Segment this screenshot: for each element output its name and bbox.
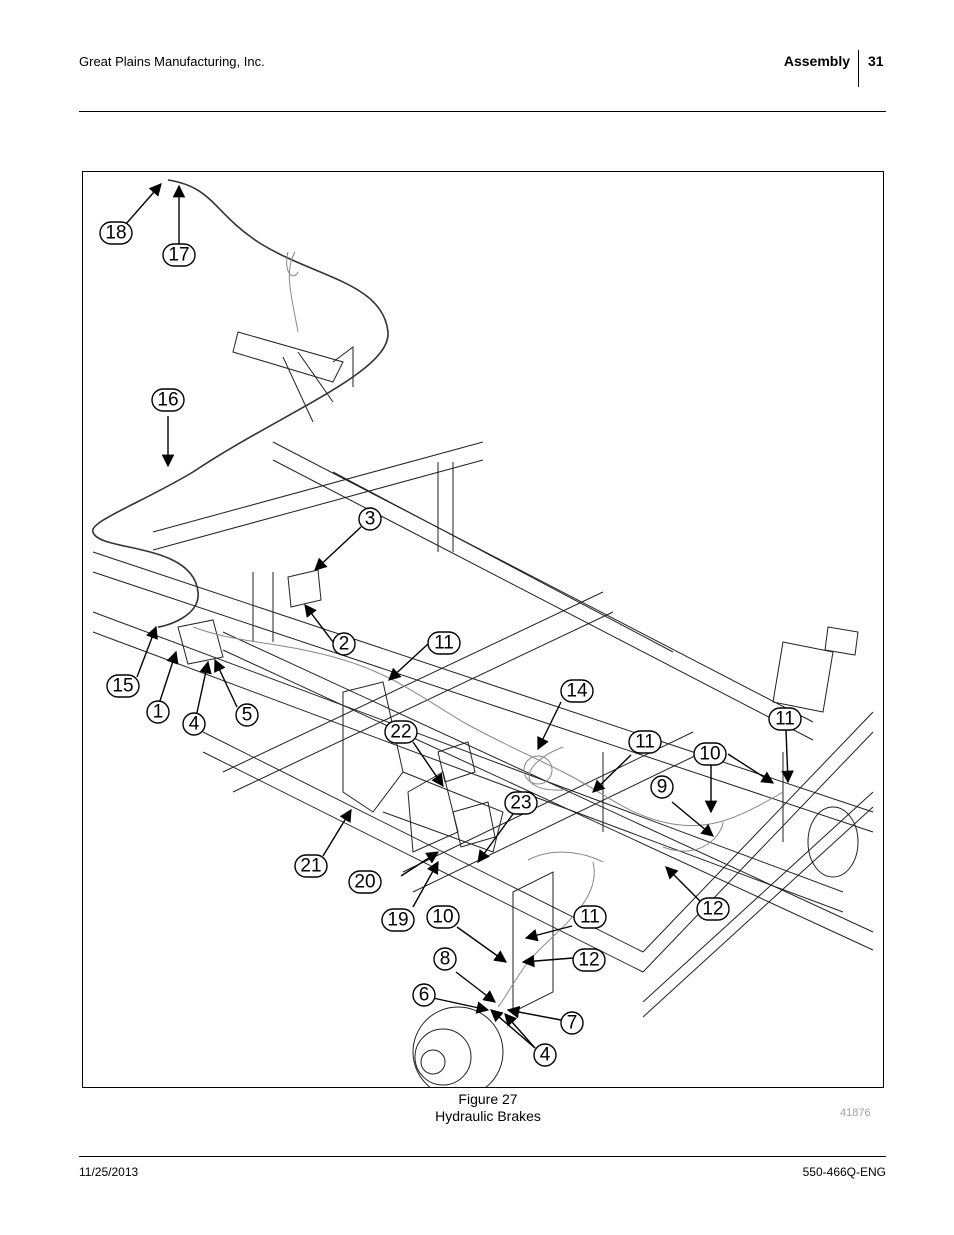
header-rule <box>79 111 886 112</box>
callout-11-lower: 11 <box>573 905 607 929</box>
svg-text:6: 6 <box>419 985 430 1006</box>
svg-text:5: 5 <box>242 705 253 726</box>
svg-text:12: 12 <box>578 950 599 971</box>
svg-text:18: 18 <box>105 223 126 244</box>
callout-14: 14 <box>560 679 594 703</box>
svg-text:11: 11 <box>775 709 795 730</box>
callout-15: 15 <box>106 674 140 698</box>
header-company: Great Plains Manufacturing, Inc. <box>79 54 265 69</box>
callout-11-upper: 11 <box>427 631 461 655</box>
header-divider <box>858 50 859 87</box>
implement-frame-lines <box>92 331 874 1087</box>
svg-text:2: 2 <box>339 634 350 655</box>
callout-4-upper: 4 <box>182 712 206 736</box>
callout-5: 5 <box>235 703 259 727</box>
callout-8: 8 <box>433 947 457 971</box>
callout-11-mid: 11 <box>628 730 662 754</box>
svg-text:11: 11 <box>580 907 600 928</box>
svg-text:11: 11 <box>434 633 454 654</box>
callout-11-right: 11 <box>768 707 802 731</box>
callout-22: 22 <box>384 720 418 744</box>
footer-doc-number: 550-466Q-ENG <box>802 1165 886 1179</box>
svg-text:7: 7 <box>567 1013 578 1034</box>
svg-text:17: 17 <box>168 245 189 266</box>
callout-20: 20 <box>348 870 382 894</box>
svg-text:8: 8 <box>440 949 451 970</box>
callout-6: 6 <box>412 983 436 1007</box>
svg-text:16: 16 <box>157 390 178 411</box>
svg-text:14: 14 <box>566 681 588 702</box>
footer-rule <box>79 1156 886 1157</box>
callout-18: 18 <box>99 221 133 245</box>
callout-12-lower: 12 <box>572 948 606 972</box>
header-section: Assembly <box>783 53 850 69</box>
callout-19: 19 <box>381 908 415 932</box>
callout-7: 7 <box>560 1011 584 1035</box>
callout-23: 23 <box>504 791 538 815</box>
callout-21: 21 <box>294 854 328 878</box>
figure-frame: 18 17 16 3 2 11 15 1 4 5 14 22 11 10 11 … <box>82 171 884 1088</box>
svg-text:9: 9 <box>657 777 668 798</box>
svg-text:4: 4 <box>540 1045 551 1066</box>
svg-text:22: 22 <box>390 722 411 743</box>
figure-caption-title: Hydraulic Brakes <box>435 1108 541 1124</box>
svg-text:10: 10 <box>432 907 453 928</box>
callout-leaders <box>125 183 794 1049</box>
svg-text:10: 10 <box>699 744 720 765</box>
figure-caption-number: Figure 27 <box>458 1091 518 1107</box>
callout-12-right: 12 <box>696 897 730 921</box>
svg-text:19: 19 <box>387 910 408 931</box>
callout-10-upper: 10 <box>693 742 727 766</box>
callout-4-lower: 4 <box>533 1043 557 1067</box>
hydraulic-hoses <box>92 179 784 1008</box>
callout-2: 2 <box>332 632 356 656</box>
svg-text:3: 3 <box>365 509 376 530</box>
svg-text:21: 21 <box>300 856 321 877</box>
svg-text:23: 23 <box>510 793 531 814</box>
svg-text:4: 4 <box>189 714 200 735</box>
header-page-number: 31 <box>868 53 884 69</box>
figure-id: 41876 <box>840 1107 871 1119</box>
callout-3: 3 <box>358 507 382 531</box>
svg-text:20: 20 <box>354 872 375 893</box>
callout-17: 17 <box>162 243 196 267</box>
callout-9: 9 <box>650 775 674 799</box>
svg-text:12: 12 <box>702 899 723 920</box>
footer-date: 11/25/2013 <box>79 1165 139 1179</box>
svg-text:11: 11 <box>635 732 655 753</box>
svg-text:15: 15 <box>112 676 133 697</box>
callout-1: 1 <box>146 700 170 724</box>
callout-16: 16 <box>151 388 185 412</box>
hydraulic-brakes-drawing: 18 17 16 3 2 11 15 1 4 5 14 22 11 10 11 … <box>92 179 874 1087</box>
callout-10-lower: 10 <box>426 905 460 929</box>
svg-text:1: 1 <box>153 702 164 723</box>
